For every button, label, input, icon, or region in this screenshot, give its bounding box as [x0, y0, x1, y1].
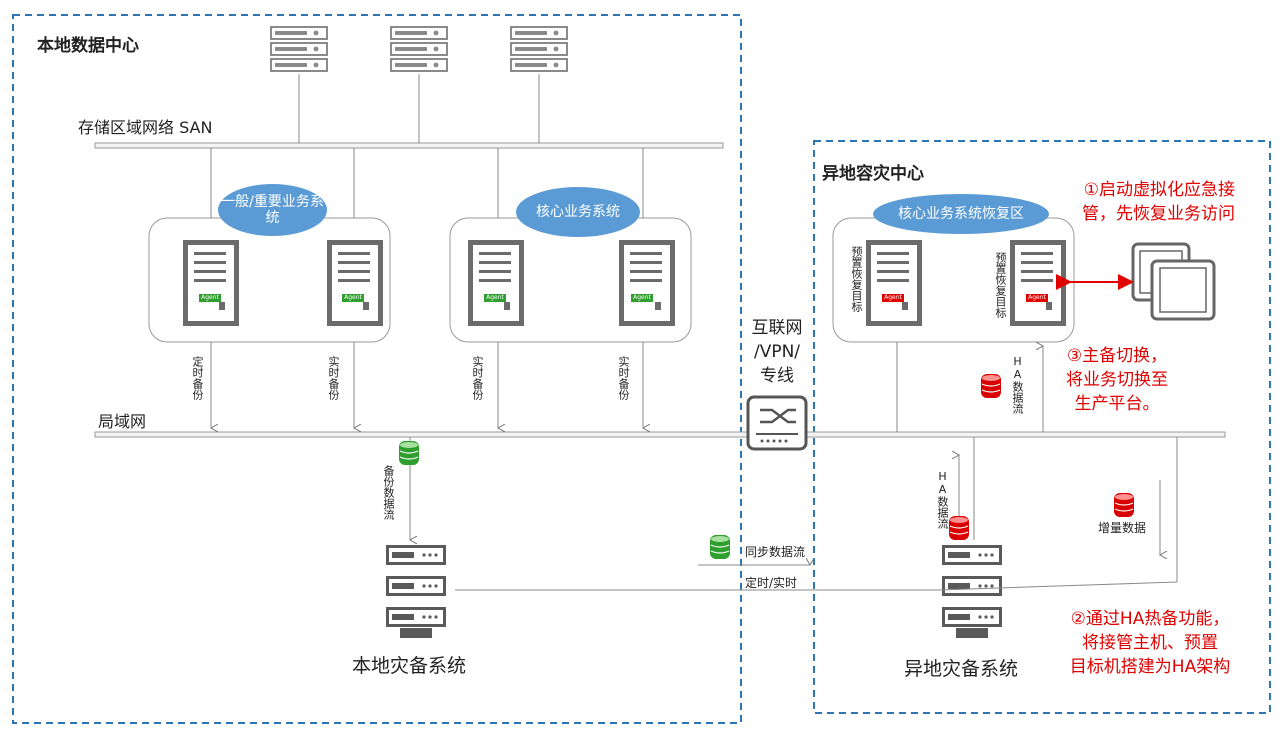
incr-db-icon — [1113, 492, 1135, 518]
sync-label: 同步数据流 — [745, 545, 806, 559]
sync-db-icon — [709, 534, 731, 560]
preset-label-2: 预置恢复目标 — [994, 252, 1007, 318]
ha-flow-label-2: HA数据流 — [936, 470, 949, 529]
san-label: 存储区域网络 SAN — [78, 118, 213, 137]
virtual-machine-icon — [1131, 242, 1216, 321]
local-dr-label: 本地灾备系统 — [352, 655, 467, 677]
group-label-general: 一般/重要业务系统 — [218, 184, 327, 236]
agent-tag-6: Agent — [1028, 294, 1046, 301]
tower-server-5 — [866, 240, 922, 326]
remote-dr-rack-server — [942, 545, 1002, 638]
ha-db-icon-1 — [980, 373, 1002, 399]
lan-bus — [94, 431, 1226, 438]
note-ha: ②通过HA热备功能， 将接管主机、预置 目标机搭建为HA架构 — [1069, 609, 1231, 677]
tower-server-4 — [619, 240, 675, 326]
san-bus — [94, 142, 724, 149]
ha-flow-label-1: HA数据流 — [1011, 355, 1024, 414]
local-dc-title: 本地数据中心 — [37, 36, 139, 56]
remote-dc-title: 异地容灾中心 — [822, 164, 924, 184]
san-storage-server-1 — [270, 26, 328, 72]
backup-db-icon — [398, 440, 420, 466]
san-storage-server-2 — [390, 26, 448, 72]
local-dr-rack-server — [386, 545, 446, 638]
agent-tag-2: Agent — [344, 294, 362, 301]
lan-label: 局域网 — [98, 412, 147, 431]
agent-tag-4: Agent — [633, 294, 651, 301]
tower-server-3 — [468, 240, 524, 326]
agent-tag-3: Agent — [486, 294, 504, 301]
san-storage-server-3 — [510, 26, 568, 72]
note-virtualization: ①启动虚拟化应急接 管，先恢复业务访问 — [1082, 180, 1235, 224]
remote-dr-label: 异地灾备系统 — [904, 658, 1019, 680]
backup-flow-label: 备份数据流 — [382, 465, 395, 520]
tower-server-1 — [183, 240, 239, 326]
note-switchover: ③主备切换， 将业务切换至 生产平台。 — [1066, 346, 1168, 414]
backup-label-1: 定时备份 — [191, 356, 204, 400]
backup-label-2: 实时备份 — [327, 356, 340, 400]
group-label-core: 核心业务系统 — [516, 187, 640, 237]
agent-tag-5: Agent — [884, 294, 902, 301]
group-label-recovery: 核心业务系统恢复区 — [873, 194, 1049, 234]
incremental-label: 增量数据 — [1098, 521, 1147, 535]
preset-label-1: 预置恢复目标 — [850, 246, 863, 312]
tower-server-6 — [1010, 240, 1066, 326]
backup-label-3: 实时备份 — [471, 356, 484, 400]
local-dc-boundary — [12, 14, 742, 724]
timing-label: 定时/实时 — [745, 576, 798, 590]
agent-tag-1: Agent — [201, 294, 219, 301]
router-icon — [746, 395, 808, 451]
tower-server-2 — [327, 240, 383, 326]
backup-label-4: 实时备份 — [617, 356, 630, 400]
ha-db-icon-2 — [948, 515, 970, 541]
internet-label: 互联网 /VPN/ 专线 — [751, 318, 803, 386]
remote-dc-boundary — [813, 140, 1271, 714]
